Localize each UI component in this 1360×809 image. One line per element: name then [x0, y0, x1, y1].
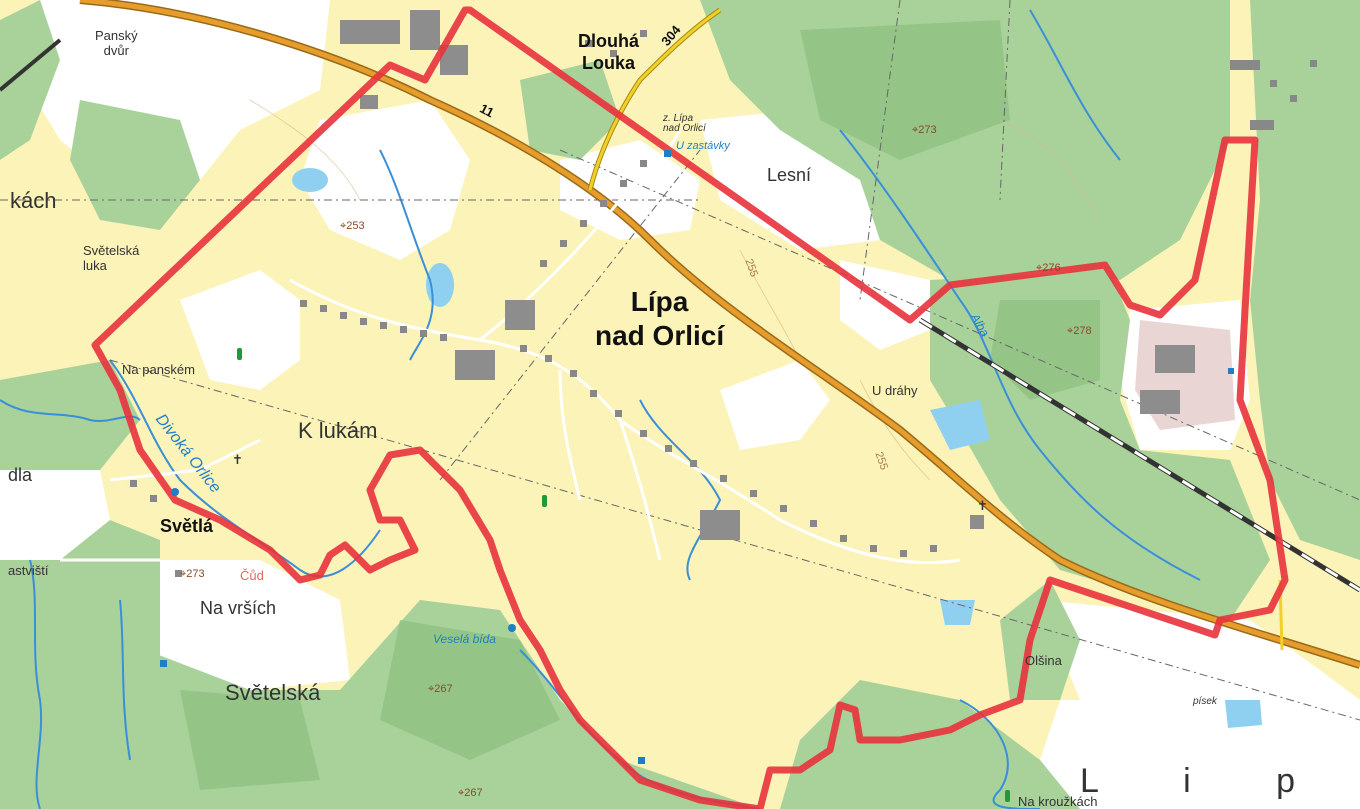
church-icon: ✝ — [977, 498, 988, 513]
place-kach: kách — [10, 188, 57, 213]
place-pansky-line2: dvůr — [103, 43, 129, 58]
place-olsina: Olšina — [1025, 653, 1062, 668]
stop-name-line2: nad Orlicí — [663, 123, 706, 134]
elevation-278-value: 278 — [1073, 325, 1092, 337]
place-na-kroupkach: Na kroužkách — [1018, 794, 1098, 809]
elevation-276: ⌖276 — [1036, 262, 1061, 274]
settlement-dlouha-line1: Dlouhá — [578, 31, 639, 51]
village-name-line1: Lípa — [630, 286, 689, 317]
elevation-273-south: ⌖273 — [180, 568, 205, 580]
houses — [130, 30, 1317, 577]
place-lesni: Lesní — [767, 165, 812, 185]
elevation-267-south: ⌖267 — [458, 787, 483, 799]
place-pansky-line1: Panský — [95, 28, 138, 43]
place-na-vrsich: Na vrších — [200, 598, 277, 618]
place-astvisti: astviští — [8, 563, 49, 578]
stop-name-line1: z. Lípa — [663, 113, 694, 124]
place-pansky-dvur: Panský dvůr — [95, 28, 138, 58]
stop-u-zastavky: U zastávky — [676, 140, 730, 152]
elevation-273-south-value: 273 — [186, 568, 205, 580]
water-vesela-bida: Veselá bída — [433, 632, 496, 646]
contour-lines — [249, 99, 1101, 481]
elevation-276-value: 276 — [1042, 262, 1061, 274]
elevation-253: ⌖253 — [340, 220, 365, 232]
elevation-253-value: 253 — [346, 220, 365, 232]
secondary-road-304 — [588, 8, 721, 191]
elevation-267-center-value: 267 — [434, 683, 453, 695]
settlement-dlouha-louka: Dlouhá Louka — [578, 30, 639, 74]
elevation-267-center: ⌖267 — [428, 683, 453, 695]
place-u-drahy: U dráhy — [872, 383, 918, 398]
stop-markers — [160, 150, 1234, 764]
main-road-11 — [79, 0, 1360, 668]
cross-icon: ✝ — [232, 452, 243, 467]
landmark-markers — [237, 348, 1010, 802]
place-pisek: písek — [1193, 696, 1217, 707]
forest-dark — [180, 20, 1100, 790]
study-area-boundary[interactable] — [91, 6, 1289, 809]
ponds — [292, 168, 1262, 728]
elevation-273-north: ⌖273 — [912, 124, 937, 136]
place-svetelska-luka: Světelská luka — [83, 243, 139, 273]
place-k-lukam: K lukám — [298, 418, 378, 443]
buildings — [340, 10, 1195, 540]
elevation-267-south-value: 267 — [464, 787, 483, 799]
railway-dashes — [919, 318, 1360, 592]
settlement-svetla: Světlá — [160, 516, 214, 536]
elevation-273-north-value: 273 — [918, 124, 937, 136]
place-na-panskem: Na panském — [122, 362, 195, 377]
place-dla: dla — [8, 465, 33, 485]
place-svetelska: Světelská — [225, 680, 321, 705]
settlement-dlouha-line2: Louka — [581, 53, 635, 73]
place-svetelska-luka-line2: luka — [83, 258, 107, 273]
elevation-278: ⌖278 — [1067, 325, 1092, 337]
stop-name: z. Lípa nad Orlicí — [663, 114, 706, 134]
village-name-line2: nad Orlicí — [595, 320, 725, 351]
railway-west — [0, 38, 62, 92]
place-cud: Čůd — [240, 568, 264, 583]
place-svetelska-luka-line1: Světelská — [83, 243, 140, 258]
place-lipska: L i p s k á — [1080, 762, 1360, 800]
village-name: Lípa nad Orlicí — [595, 285, 724, 353]
